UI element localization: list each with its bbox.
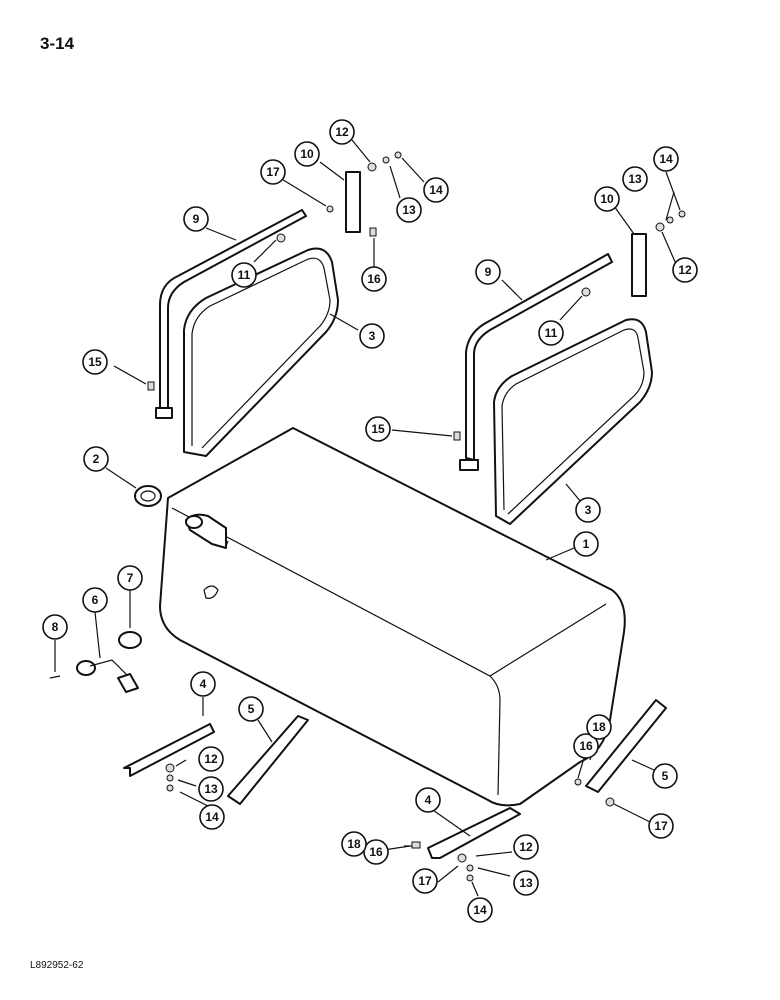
callout-label: 9 bbox=[485, 265, 492, 279]
callout-10-left: 10 bbox=[294, 141, 320, 167]
callout-label: 3 bbox=[369, 329, 376, 343]
right-brace bbox=[585, 699, 667, 793]
hardware bbox=[147, 151, 686, 882]
callout-11-right: 11 bbox=[538, 320, 564, 346]
callout-3-right: 3 bbox=[575, 497, 601, 523]
callout-14-bottom-right: 14 bbox=[467, 897, 493, 923]
callout-11-left: 11 bbox=[231, 262, 257, 288]
callout-13-top-right: 13 bbox=[622, 166, 648, 192]
leader-lines bbox=[54, 139, 681, 897]
callout-4-left: 4 bbox=[190, 671, 216, 697]
callout-8: 8 bbox=[42, 614, 68, 640]
callout-13-top-left: 13 bbox=[396, 197, 422, 223]
fuel-tank bbox=[159, 427, 626, 807]
callout-14-bottom-left: 14 bbox=[199, 804, 225, 830]
right-tank-bracket bbox=[459, 253, 613, 471]
callout-12-top-left: 12 bbox=[329, 119, 355, 145]
callout-label: 16 bbox=[369, 845, 383, 859]
callout-label: 15 bbox=[371, 422, 385, 436]
callout-label: 14 bbox=[659, 152, 673, 166]
left-tank-bracket bbox=[155, 209, 307, 419]
left-brace bbox=[227, 715, 309, 805]
callout-label: 13 bbox=[204, 782, 218, 796]
left-bottom-support bbox=[123, 723, 215, 777]
callout-label: 17 bbox=[418, 874, 432, 888]
callout-label: 16 bbox=[579, 739, 593, 753]
callout-7: 7 bbox=[117, 565, 143, 591]
callout-17-bottom: 17 bbox=[412, 868, 438, 894]
callout-label: 6 bbox=[92, 593, 99, 607]
callout-label: 3 bbox=[585, 503, 592, 517]
figure-code: L892952-62 bbox=[30, 960, 84, 971]
callout-3-left: 3 bbox=[359, 323, 385, 349]
callout-17-top: 17 bbox=[260, 159, 286, 185]
callout-label: 12 bbox=[335, 125, 349, 139]
callout-18-bottom: 18 bbox=[341, 831, 367, 857]
callout-label: 13 bbox=[628, 172, 642, 186]
callout-13-bottom-right: 13 bbox=[513, 870, 539, 896]
callout-label: 12 bbox=[519, 840, 533, 854]
callout-14-top-left: 14 bbox=[423, 177, 449, 203]
callout-12-bottom-right: 12 bbox=[513, 834, 539, 860]
fuel-filler-cap bbox=[134, 485, 162, 507]
callout-label: 4 bbox=[200, 677, 207, 691]
callout-15-left: 15 bbox=[82, 349, 108, 375]
callout-16-bottom: 16 bbox=[363, 839, 389, 865]
sender-gasket bbox=[118, 631, 142, 649]
callout-12-top-right: 12 bbox=[672, 257, 698, 283]
callout-label: 11 bbox=[238, 268, 251, 282]
sender-screw bbox=[49, 675, 61, 679]
callout-4-right: 4 bbox=[415, 787, 441, 813]
callout-label: 10 bbox=[600, 192, 614, 206]
callout-label: 2 bbox=[93, 452, 100, 466]
fuel-gauge-sender bbox=[76, 659, 139, 693]
callout-6: 6 bbox=[82, 587, 108, 613]
callout-12-bottom-left: 12 bbox=[198, 746, 224, 772]
callout-label: 14 bbox=[429, 183, 443, 197]
callout-label: 14 bbox=[205, 810, 219, 824]
callout-2: 2 bbox=[83, 446, 109, 472]
callout-9-right: 9 bbox=[475, 259, 501, 285]
right-tank-strap bbox=[493, 318, 653, 525]
callout-label: 11 bbox=[545, 326, 558, 340]
callout-label: 17 bbox=[266, 165, 280, 179]
callout-13-bottom-left: 13 bbox=[198, 776, 224, 802]
callout-label: 5 bbox=[248, 702, 255, 716]
callout-18-right: 18 bbox=[586, 714, 612, 740]
callout-14-top-right: 14 bbox=[653, 146, 679, 172]
callout-label: 13 bbox=[519, 876, 533, 890]
callout-label: 13 bbox=[402, 203, 416, 217]
page-number: 3-14 bbox=[40, 34, 75, 53]
callout-label: 9 bbox=[193, 212, 200, 226]
callout-17-right: 17 bbox=[648, 813, 674, 839]
callout-label: 14 bbox=[473, 903, 487, 917]
callout-15-right: 15 bbox=[365, 416, 391, 442]
left-bracket-plate bbox=[345, 171, 361, 233]
callout-label: 18 bbox=[347, 837, 361, 851]
callout-label: 12 bbox=[678, 263, 692, 277]
callout-label: 10 bbox=[300, 147, 314, 161]
callout-16-top: 16 bbox=[361, 266, 387, 292]
callout-label: 4 bbox=[425, 793, 432, 807]
right-bottom-support bbox=[427, 807, 521, 859]
callout-label: 1 bbox=[583, 537, 590, 551]
left-tank-strap bbox=[183, 247, 339, 457]
callout-label: 15 bbox=[88, 355, 102, 369]
callout-5-left: 5 bbox=[238, 696, 264, 722]
callout-label: 5 bbox=[662, 769, 669, 783]
callout-label: 16 bbox=[367, 272, 381, 286]
callout-1: 1 bbox=[573, 531, 599, 557]
callout-label: 18 bbox=[592, 720, 606, 734]
callout-10-right: 10 bbox=[594, 186, 620, 212]
right-bracket-plate bbox=[631, 233, 647, 297]
callout-label: 7 bbox=[127, 571, 134, 585]
callout-label: 8 bbox=[52, 620, 59, 634]
callout-5-right: 5 bbox=[652, 763, 678, 789]
callout-9-left: 9 bbox=[183, 206, 209, 232]
callout-16-right: 16 bbox=[573, 733, 599, 759]
callout-label: 12 bbox=[204, 752, 218, 766]
callout-label: 17 bbox=[654, 819, 668, 833]
